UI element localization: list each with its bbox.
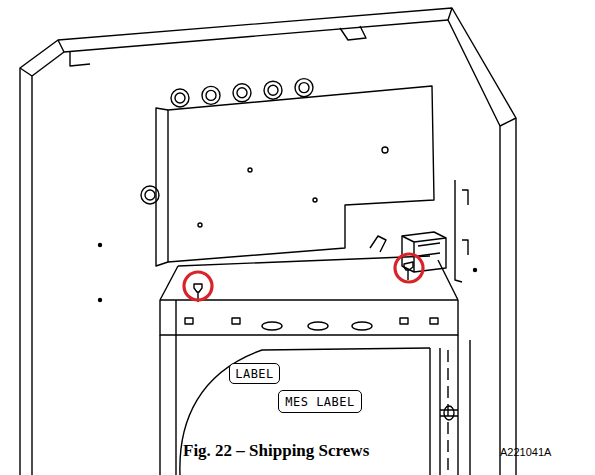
drawing-number: A221041A — [500, 446, 551, 458]
label-text: MES LABEL — [285, 395, 355, 409]
mes-label-plate: MES LABEL — [278, 390, 362, 413]
label-plate: LABEL — [229, 363, 280, 384]
label-text: LABEL — [235, 367, 274, 381]
figure-caption: Fig. 22 – Shipping Screws — [183, 441, 369, 461]
